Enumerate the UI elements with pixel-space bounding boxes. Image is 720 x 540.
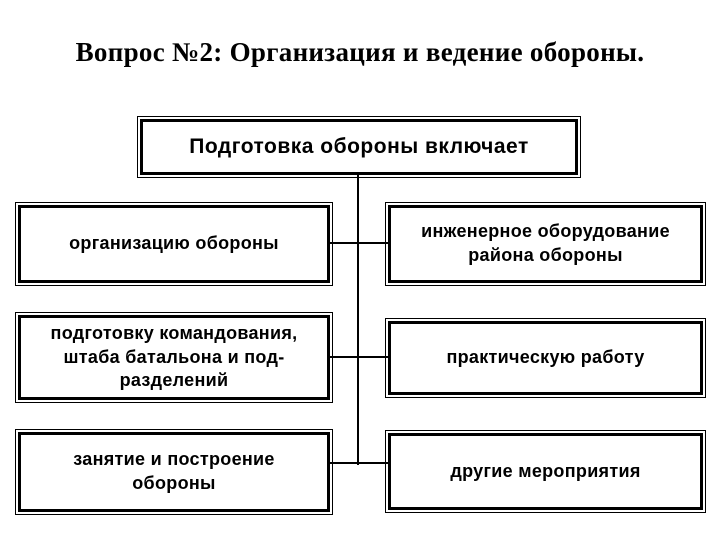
- diagram-box-left-2: подготовку командования, штаба батальона…: [15, 312, 333, 403]
- diagram-box-right-1: инженерное оборудование района обороны: [385, 202, 706, 286]
- diagram-box-left-3-label: занятие и построение обороны: [73, 449, 275, 493]
- diagram-box-right-2-label: практическую работу: [446, 347, 645, 368]
- connector-row2-horizontal: [328, 356, 390, 358]
- slide-title: Вопрос №2: Организация и ведение обороны…: [75, 37, 645, 67]
- diagram-box-right-1-label: инженерное оборудование района обороны: [421, 221, 670, 265]
- diagram-root-box: Подготовка обороны включает: [137, 116, 581, 178]
- diagram-box-right-3: другие мероприятия: [385, 430, 706, 513]
- diagram-box-left-1: организацию обороны: [15, 202, 333, 286]
- diagram-box-left-2-label: подготовку командования, штаба батальона…: [50, 322, 298, 391]
- connector-trunk-vertical: [357, 175, 359, 465]
- diagram-box-left-3: занятие и построение обороны: [15, 429, 333, 515]
- connector-row1-horizontal: [328, 242, 390, 244]
- diagram-box-left-1-label: организацию обороны: [69, 233, 279, 254]
- diagram-root-label: Подготовка обороны включает: [189, 135, 529, 159]
- connector-row3-horizontal: [328, 462, 390, 464]
- diagram-box-right-3-label: другие мероприятия: [450, 460, 641, 481]
- diagram-box-right-2: практическую работу: [385, 318, 706, 398]
